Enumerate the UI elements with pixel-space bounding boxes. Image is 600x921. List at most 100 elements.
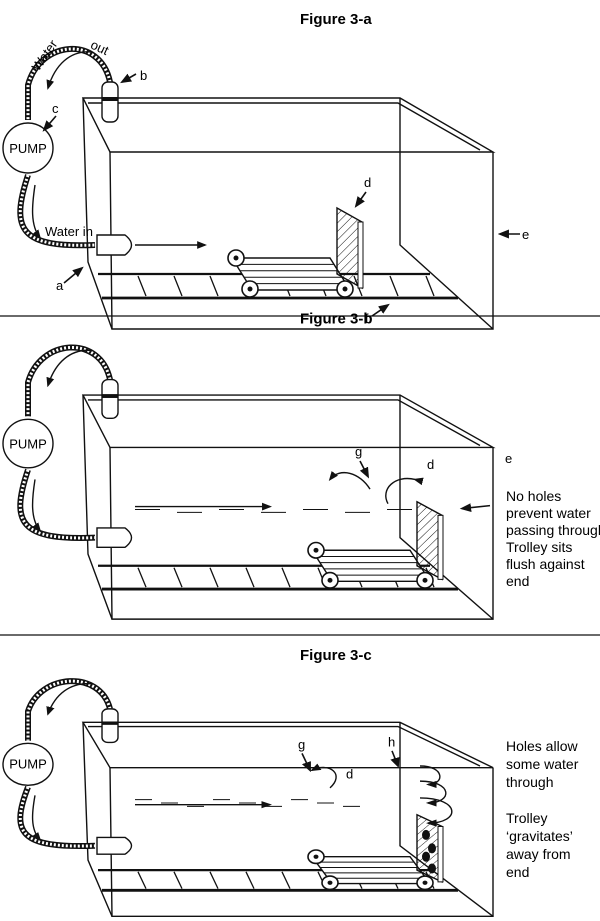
tank-back-corner	[400, 722, 493, 916]
panel-drawing	[3, 347, 493, 619]
tank-rim	[83, 722, 493, 767]
flow-arrow-out	[46, 52, 92, 90]
note-line: end	[506, 864, 529, 880]
hose-in	[20, 470, 95, 538]
rail-sleeper	[390, 276, 398, 296]
hose-out	[28, 681, 110, 741]
rail-sleeper	[174, 872, 182, 889]
note-line: Holes allow	[506, 738, 578, 754]
flow-arrow-in	[33, 479, 42, 533]
outlet-nozzle	[102, 709, 118, 743]
note-line: ‘gravitates’	[506, 828, 573, 844]
rail-sleeper	[138, 568, 146, 587]
hose-label-out: out	[88, 37, 111, 58]
label-c: c	[52, 101, 59, 116]
reverse-flow-arrow	[328, 471, 370, 490]
water-tank	[83, 98, 493, 329]
outlet-band	[102, 97, 118, 101]
note-line: flush against	[506, 556, 585, 572]
hose-out-coil	[28, 49, 110, 120]
tank-front-wall	[110, 152, 493, 329]
note-line: Trolley sits	[506, 539, 572, 555]
pointer-arrow	[64, 266, 84, 283]
rail-sleeper	[138, 872, 146, 889]
reverse-flow-arrow	[310, 764, 336, 787]
tank-left-wall	[83, 722, 112, 916]
note-line: prevent water	[506, 505, 591, 521]
rail-sleeper	[174, 276, 182, 296]
tank-back-corner	[400, 98, 493, 329]
rail-sleeper	[282, 872, 290, 889]
end-plate-edge	[438, 515, 443, 579]
pump-label: PUMP	[9, 436, 47, 451]
wheel-hub	[313, 854, 319, 859]
rail-sleeper	[282, 568, 290, 587]
wheel-hub	[233, 255, 239, 261]
rail-sleeper	[246, 568, 254, 587]
wheel-hub	[422, 577, 428, 583]
tank-left-wall	[83, 98, 112, 329]
pointer-arrow	[390, 751, 400, 768]
rail-sleeper	[246, 872, 254, 889]
wheel-hub	[327, 880, 333, 885]
pointer-arrow	[302, 753, 311, 772]
deflection-arrow	[386, 477, 424, 503]
label-d: d	[346, 767, 353, 782]
label-d: d	[364, 175, 371, 190]
note-line: some water	[506, 756, 579, 772]
hose-out-coil	[28, 681, 110, 741]
hose	[20, 49, 110, 245]
label-h: h	[388, 735, 395, 750]
flow-arrow-in	[33, 185, 42, 240]
label-f: f	[365, 311, 369, 326]
wheel-hub	[422, 880, 428, 885]
rail-sleeper	[210, 276, 218, 296]
wheel-hub	[342, 286, 348, 292]
inlet-nozzle	[97, 528, 132, 547]
flow-arrow-out	[46, 684, 92, 716]
panel-drawing	[3, 49, 520, 329]
rail-sleeper	[210, 568, 218, 587]
trolley	[228, 208, 363, 297]
hose-in	[20, 787, 95, 846]
inlet-nozzle	[97, 235, 132, 255]
wheel-hub	[313, 547, 319, 553]
label-d: d	[427, 457, 434, 472]
note-line: No holes	[506, 488, 561, 504]
wheel-hub	[327, 577, 333, 583]
water-hole	[422, 829, 430, 840]
flow-arrow-in	[33, 795, 42, 842]
pointer-arrow	[360, 461, 370, 479]
pointer-arrow	[372, 303, 390, 316]
hose	[20, 347, 110, 537]
outlet-nozzle	[102, 82, 118, 122]
hose-in	[20, 175, 95, 245]
pointer-arrow	[459, 503, 490, 512]
pump	[3, 123, 53, 173]
tank-rim	[83, 395, 493, 447]
water-hole	[422, 851, 430, 862]
inlet-nozzle	[97, 837, 132, 854]
through-flow-arrow	[420, 798, 452, 827]
note-line: away from	[506, 846, 571, 862]
note-line: end	[506, 573, 529, 589]
hose-out-coil	[28, 347, 110, 416]
tank-rim	[83, 98, 493, 152]
label-e: e	[522, 227, 529, 242]
tank-rim-inner	[88, 103, 480, 150]
end-plate-edge	[358, 222, 363, 288]
end-plate-edge	[438, 826, 443, 881]
label-a: a	[56, 278, 64, 293]
through-flow-arrow	[420, 781, 446, 807]
trolley	[308, 502, 443, 588]
rail-sleeper	[210, 872, 218, 889]
figure-title: Figure 3-b	[300, 310, 373, 327]
hose-label-water-in: Water in	[45, 224, 93, 239]
pump-label: PUMP	[9, 757, 47, 772]
note-line: Trolley	[506, 810, 548, 826]
